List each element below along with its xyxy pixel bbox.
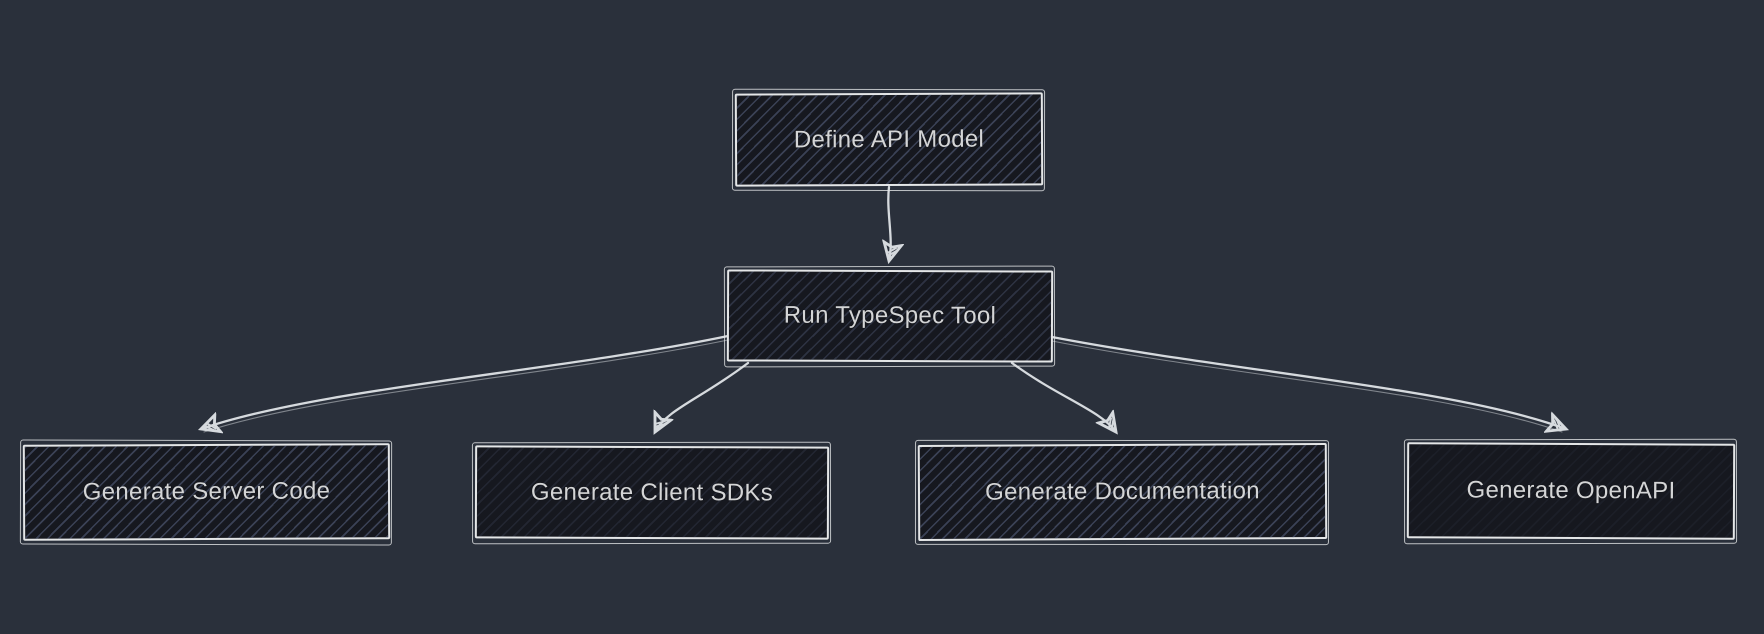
edge-define-to-run <box>888 185 890 261</box>
node-label: Generate Documentation <box>985 477 1260 506</box>
node-label: Generate Client SDKs <box>530 478 774 506</box>
edge-run-to-server-sketch <box>203 339 729 433</box>
node-generate-server-code: Generate Server Code <box>22 443 391 541</box>
node-label: Run TypeSpec Tool <box>783 301 997 330</box>
edge-run-to-sdk <box>655 361 750 432</box>
node-generate-openapi: Generate OpenAPI <box>1406 442 1736 540</box>
edge-run-to-openapi <box>1050 335 1566 429</box>
node-label: Define API Model <box>793 125 985 153</box>
node-generate-client-sdks: Generate Client SDKs <box>474 445 830 540</box>
node-label: Generate Server Code <box>82 477 331 506</box>
edge-run-to-server <box>201 334 730 429</box>
node-define-api-model: Define API Model <box>734 92 1044 187</box>
edge-run-to-doc <box>1010 361 1116 432</box>
node-run-typespec-tool: Run TypeSpec Tool <box>726 269 1054 363</box>
node-generate-documentation: Generate Documentation <box>917 442 1328 542</box>
node-label: Generate OpenAPI <box>1466 476 1676 505</box>
edge-run-to-openapi-sketch <box>1051 340 1563 433</box>
